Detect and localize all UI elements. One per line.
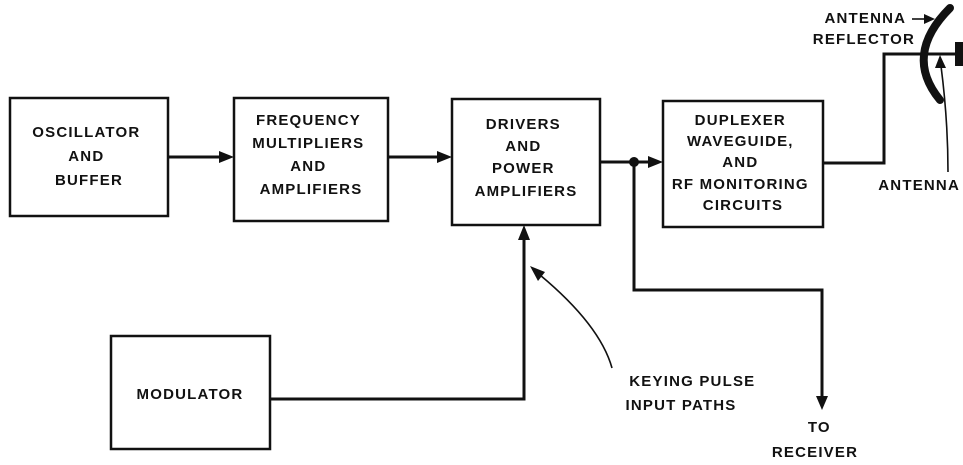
drivers-label-line: AMPLIFIERS: [475, 183, 578, 200]
svg-text:TO RECEIVER: TO RECEIVER: [772, 419, 858, 461]
antenna-reflector-label: ANTENNA: [824, 10, 905, 27]
arrowhead: [437, 151, 452, 163]
wire-modulator-to-drivers: [270, 238, 526, 401]
oscillator-label-line: BUFFER: [55, 172, 123, 189]
svg-text:MODULATOR: MODULATOR: [137, 386, 244, 403]
arrowhead: [816, 396, 828, 410]
wire-duplexer-to-antenna: [823, 52, 960, 165]
keying-pulse-leader: [530, 266, 613, 369]
multipliers-label-line: MULTIPLIERS: [252, 135, 364, 152]
svg-text:ANTENNA: ANTENNA: [878, 177, 960, 194]
duplexer-label-line: DUPLEXER: [695, 112, 786, 129]
svg-text:ANTENNA REFLECTOR: ANTENNA REFLECTOR: [813, 10, 915, 48]
connections: [168, 52, 960, 410]
antenna-reflector-label: REFLECTOR: [813, 31, 915, 48]
keying-pulse-label: INPUT PATHS: [626, 397, 737, 414]
oscillator-block: OSCILLATOR AND BUFFER: [8, 96, 170, 218]
keying-pulse-label: KEYING PULSE: [629, 373, 755, 390]
multipliers-label-line: AMPLIFIERS: [260, 181, 363, 198]
svg-text:FREQUENCY MULTIPLIERS: FREQUENCY MULTIPLIERS AND AMPLIFIERS: [252, 112, 369, 198]
frequency-multipliers-block: FREQUENCY MULTIPLIERS AND AMPLIFIERS: [232, 96, 390, 223]
duplexer-block: DUPLEXER WAVEGUIDE, AND RF MONITORING CI…: [661, 99, 825, 229]
modulator-label: MODULATOR: [137, 386, 244, 403]
antenna-reflector-leader: [912, 14, 935, 24]
duplexer-label-line: RF MONITORING: [672, 176, 809, 193]
antenna-leader: [935, 55, 949, 173]
svg-text:OSCILLATOR AND BUF: OSCILLATOR AND BUFFER: [32, 124, 145, 189]
drivers-power-amplifiers-block: DRIVERS AND POWER AMPLIFIERS: [450, 97, 602, 227]
svg-text:DRIVERS AND POWER: DRIVERS AND POWER AMPLIFIERS: [475, 116, 578, 200]
svg-text:KEYING PULSE INPUT PATHS: KEYING PULSE INPUT PATHS: [626, 373, 761, 414]
duplexer-label-line: WAVEGUIDE,: [687, 133, 794, 150]
drivers-label-line: DRIVERS: [486, 116, 561, 133]
wire-to-receiver: [632, 162, 824, 398]
drivers-label-line: POWER: [492, 160, 555, 177]
arrowhead: [518, 225, 530, 240]
oscillator-label-line: AND: [68, 148, 104, 165]
duplexer-label-line: CIRCUITS: [703, 197, 783, 214]
to-receiver-label: TO: [808, 419, 831, 436]
multipliers-label-line: AND: [290, 158, 326, 175]
duplexer-label-line: AND: [722, 154, 758, 171]
oscillator-label-line: OSCILLATOR: [32, 124, 140, 141]
arrowhead: [219, 151, 234, 163]
antenna-reflector-icon: [919, 4, 963, 104]
svg-text:DUPLEXER WAVEGUIDE,: DUPLEXER WAVEGUIDE, AND RF MONITORING CI…: [672, 112, 814, 214]
drivers-label-line: AND: [505, 138, 541, 155]
to-receiver-label: RECEIVER: [772, 444, 858, 461]
modulator-block: MODULATOR: [109, 334, 272, 451]
arrowhead: [648, 156, 663, 168]
multipliers-label-line: FREQUENCY: [256, 112, 361, 129]
antenna-label: ANTENNA: [878, 177, 960, 194]
